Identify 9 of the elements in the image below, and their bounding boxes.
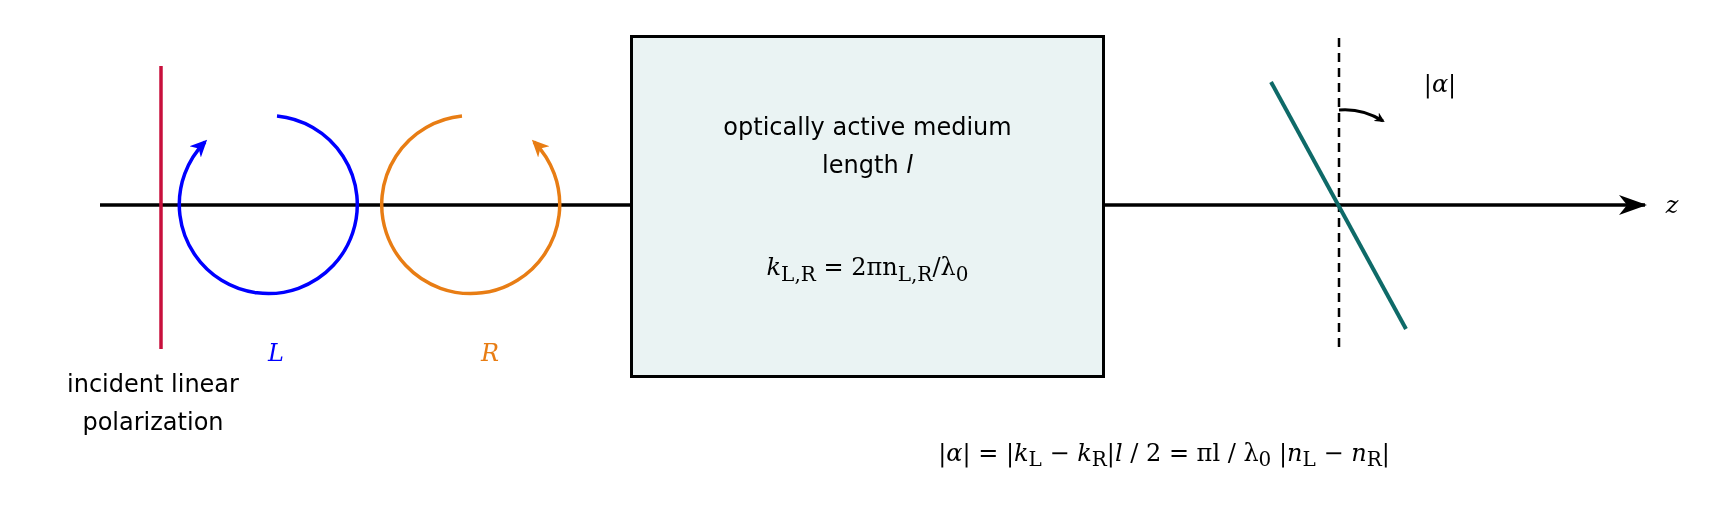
wave-number-formula: k$_{L,R}$ = 2πn$_{L,R}$/λ$_{0}$ — [765, 253, 970, 286]
medium-label: optically active medium length l — [722, 112, 1013, 181]
polarization-label: incident linear polarization — [66, 369, 240, 438]
axis-label: z — [1665, 191, 1679, 219]
angle-label: |α| — [1423, 70, 1457, 98]
rotation-formula: |α| = |k$_{L}$ − k$_{R}$|l / 2 = πl / λ$_{0}$ |n$_{L}$ − n$_{R}$| — [938, 438, 1390, 472]
circular-label: L — [268, 339, 284, 367]
circular-label: R — [480, 339, 500, 367]
medium-box — [630, 35, 1105, 378]
